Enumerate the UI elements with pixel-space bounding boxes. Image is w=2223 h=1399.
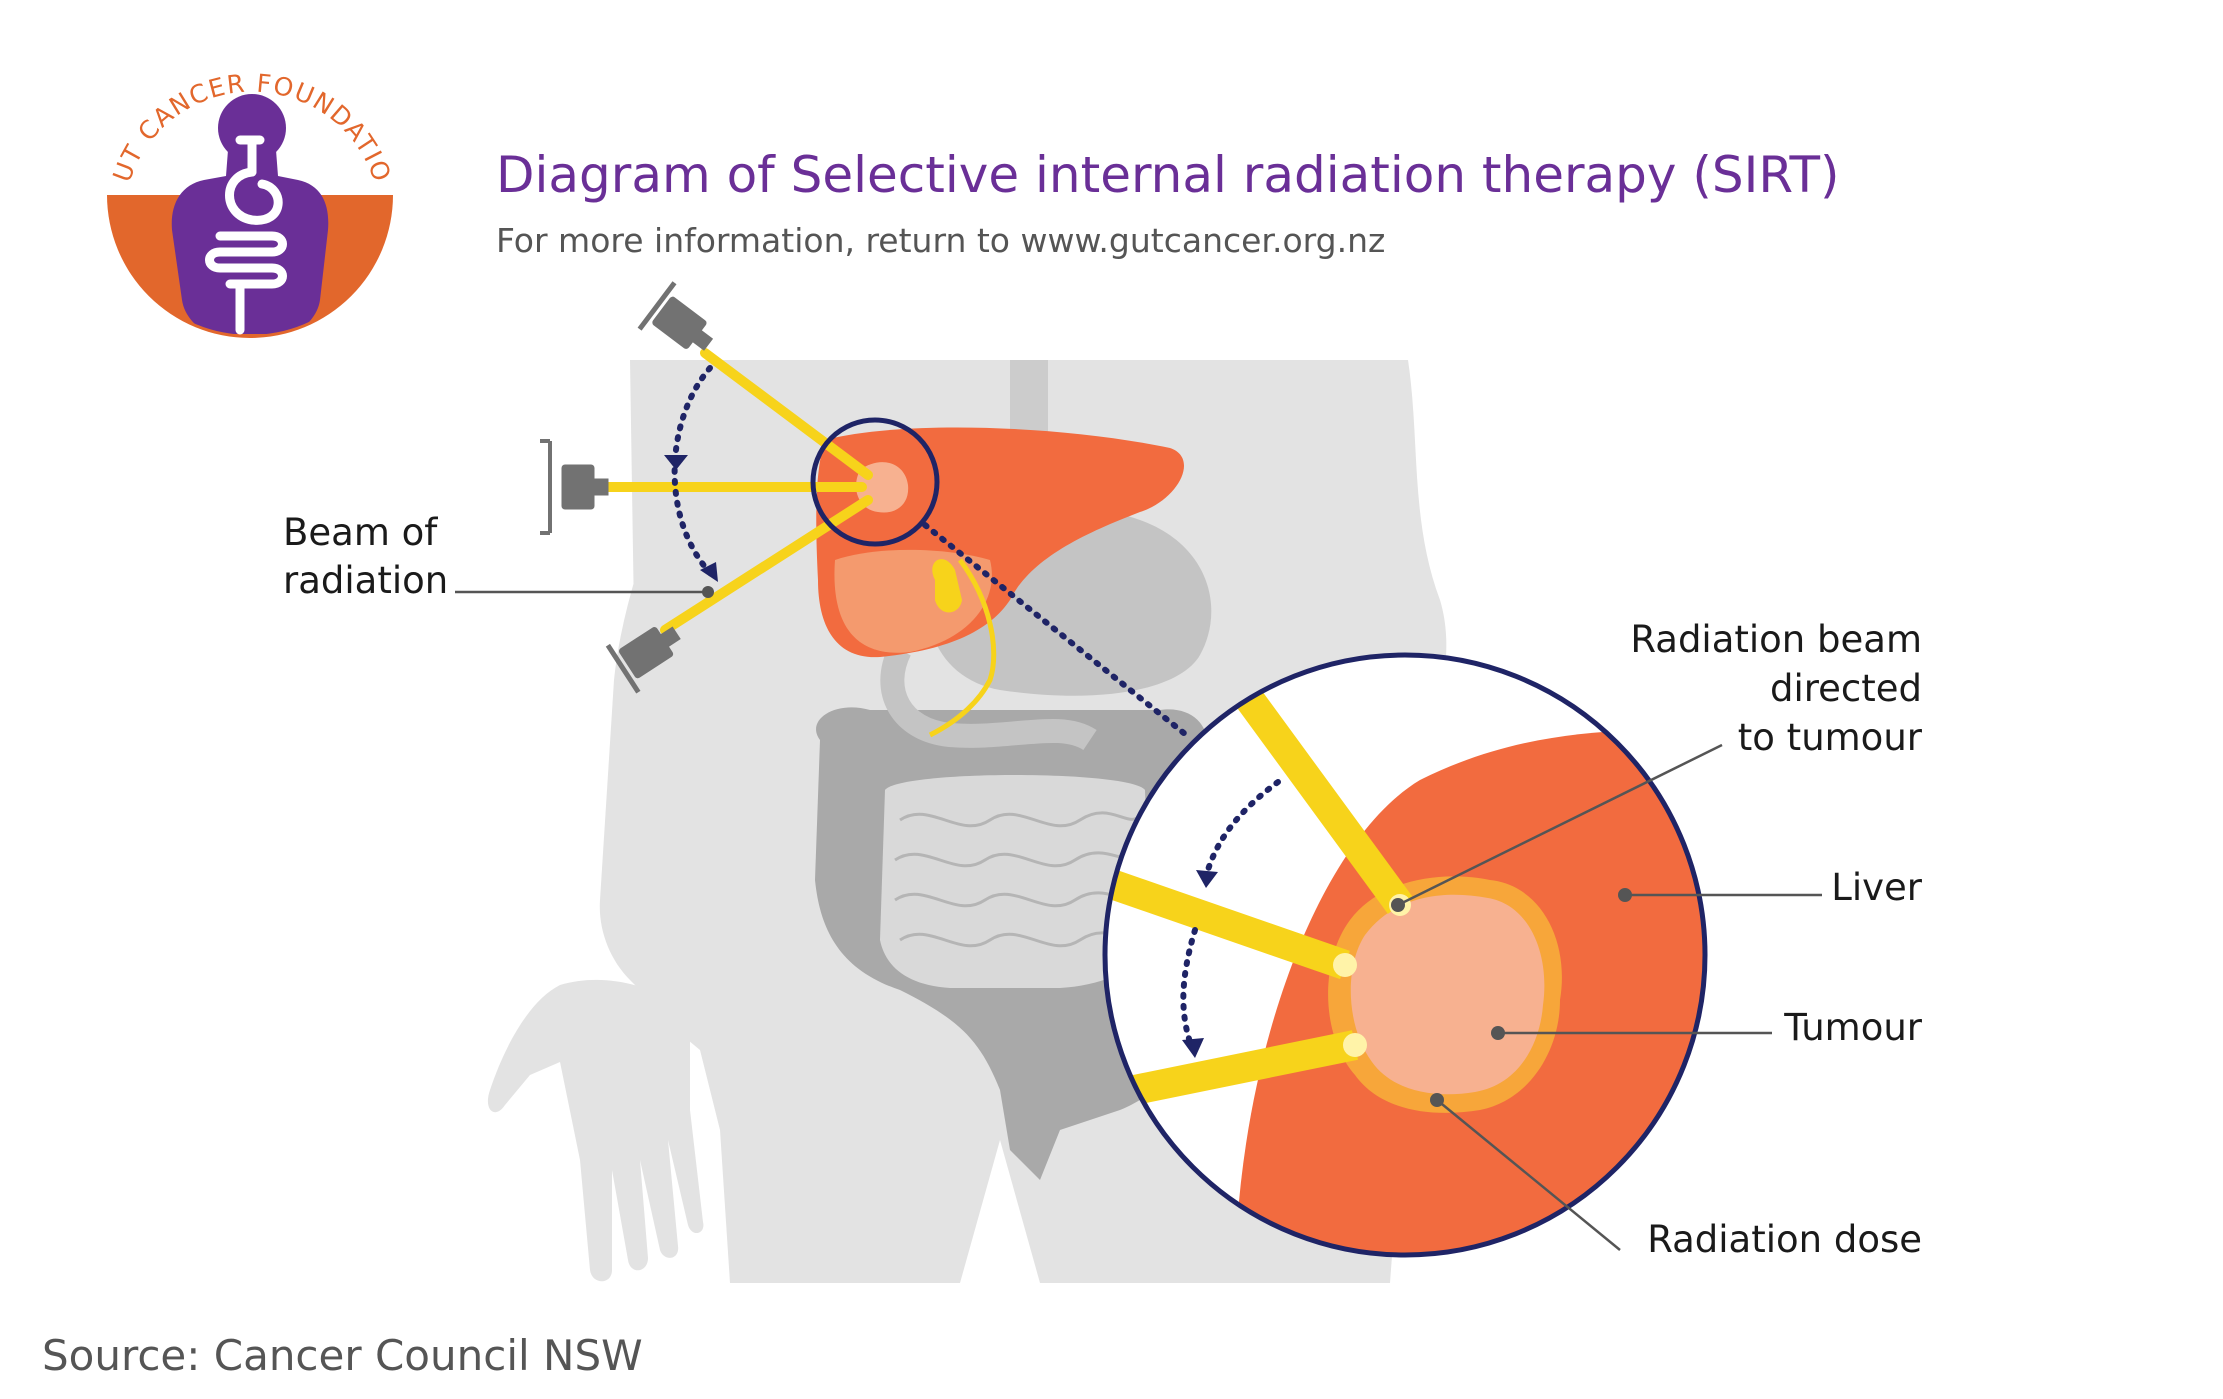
zoom-beams [1105, 691, 1413, 1110]
label-radiation-beam-directed-1: Radiation beam [1630, 618, 1922, 661]
zoom-arrowhead-2 [1182, 1038, 1204, 1058]
digestive-tract-icon [205, 135, 287, 335]
gut-cancer-foundation-logo: GUT CANCER FOUNDATION [0, 0, 397, 338]
liver-small [816, 427, 1185, 738]
duodenum [880, 644, 1097, 751]
gallbladder [932, 559, 962, 613]
curved-arrow-icon [671, 365, 715, 578]
zoom-view [1102, 652, 1708, 1258]
zoom-curved-arrow [1202, 779, 1281, 883]
zoom-connector [922, 522, 1193, 741]
hand [487, 979, 704, 1282]
zoom-outline [1102, 652, 1708, 1258]
zoom-tumour [1350, 894, 1545, 1095]
zoom-curved-arrow-2 [1180, 927, 1198, 1051]
radiation-beams-small [593, 348, 873, 635]
leader-lines [455, 586, 1822, 1251]
logo-person-icon [171, 94, 329, 334]
zoom-arrowhead-1 [1196, 870, 1218, 888]
beam-top [700, 348, 873, 480]
label-tumour: Tumour [1783, 1006, 1923, 1049]
zoom-beam-top [1237, 691, 1413, 914]
small-intestine [880, 775, 1150, 988]
zoom-beam-middle [1105, 865, 1350, 980]
label-radiation-beam-directed-2: directed [1770, 667, 1922, 710]
label-radiation-beam-directed-3: to tumour [1738, 716, 1923, 759]
label-beam-of-radiation-2: radiation [283, 559, 448, 602]
source-credit: Source: Cancer Council NSW [42, 1331, 643, 1380]
arrowhead-small-1 [664, 455, 688, 470]
logo-ring-text: GUT CANCER FOUNDATION [0, 0, 397, 186]
label-beam-of-radiation-1: Beam of [283, 511, 438, 554]
bile-duct [928, 558, 997, 738]
arrowhead-small-2 [700, 562, 718, 582]
beam-bottom [660, 495, 873, 635]
page-subtitle: For more information, return to www.gutc… [496, 221, 1385, 260]
label-radiation-dose: Radiation dose [1647, 1218, 1922, 1261]
left-arm [599, 500, 700, 1020]
label-liver: Liver [1831, 866, 1923, 909]
page-title: Diagram of Selective internal radiation … [496, 146, 1840, 204]
zoom-beam-bottom [1107, 1030, 1358, 1110]
radiation-emitter-icon [540, 281, 714, 694]
magnifier-circle [810, 417, 940, 547]
